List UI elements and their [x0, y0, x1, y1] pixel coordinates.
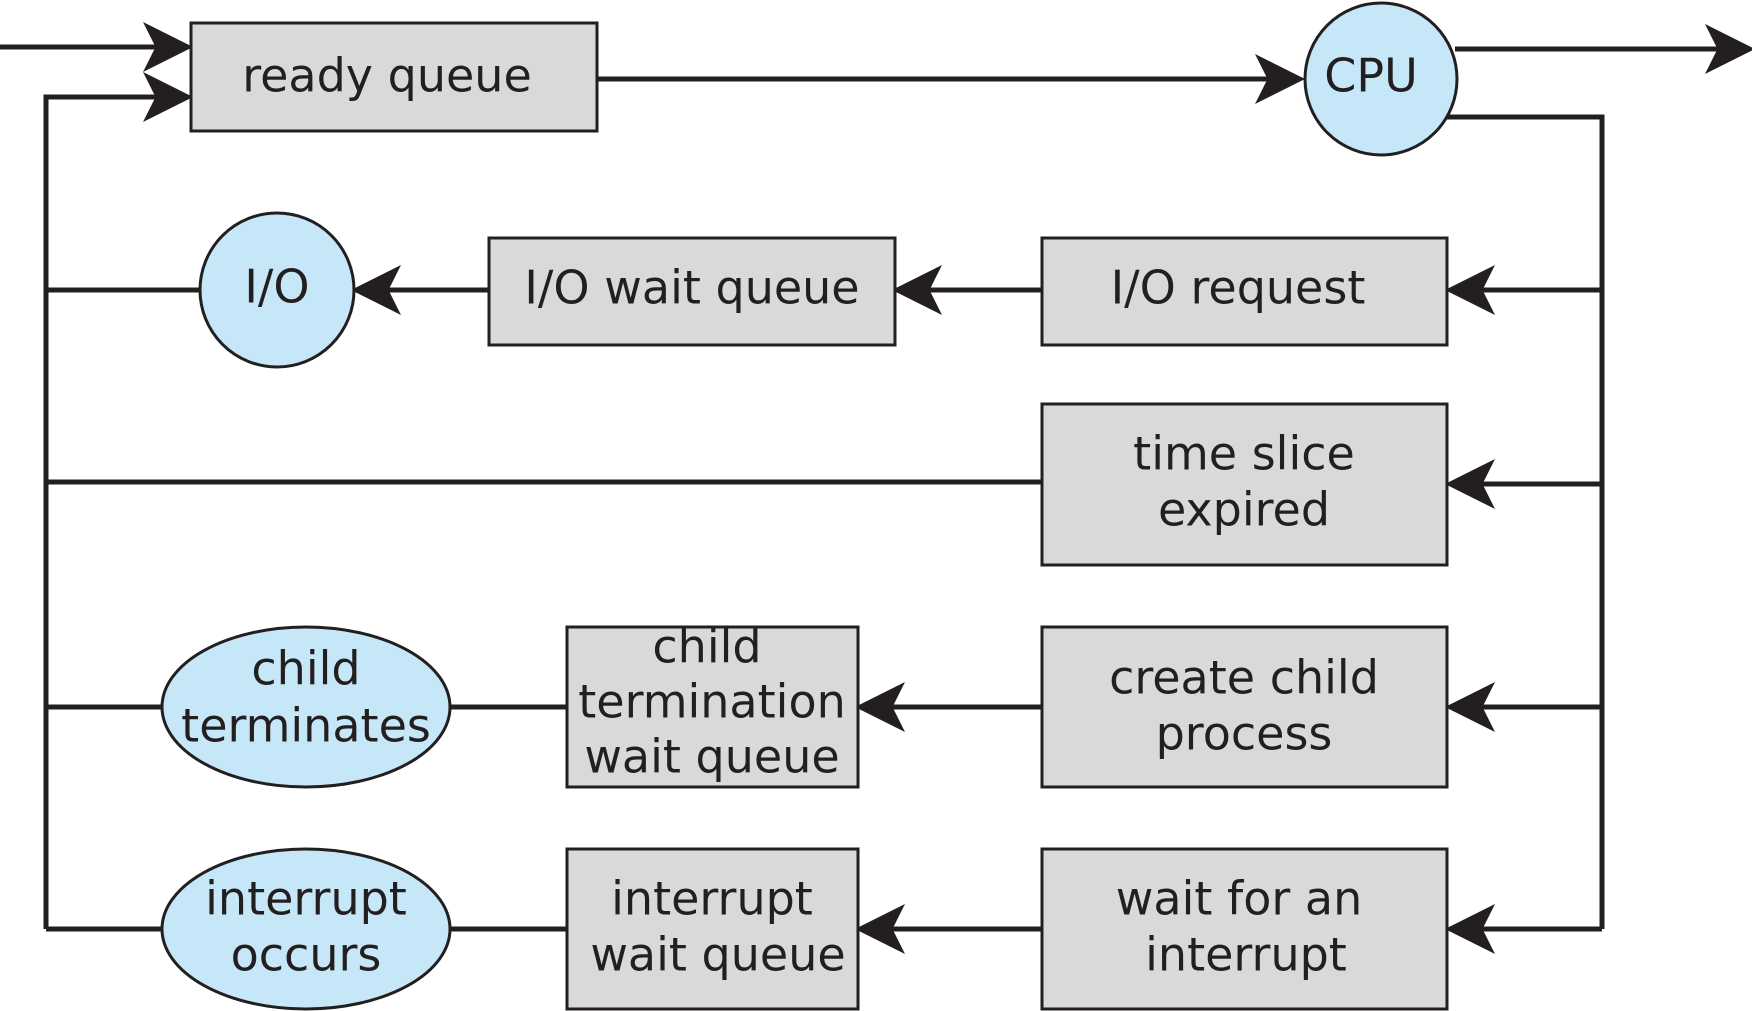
- interrupt-wait-queue-box: interrupt wait queue: [565, 847, 860, 1011]
- io-request-label: I/O request: [1111, 261, 1366, 315]
- child-terminates-node: child terminates: [160, 625, 452, 789]
- cpu-node: CPU: [1303, 1, 1459, 157]
- create-child-label-line1: create child: [1109, 651, 1379, 705]
- cpu-label: CPU: [1324, 49, 1418, 103]
- child-wait-queue-label-line1: child: [652, 620, 761, 674]
- interrupt-wait-queue-label-line2: wait queue: [590, 928, 845, 982]
- return-bus: [43, 72, 193, 929]
- io-label: I/O: [244, 260, 309, 314]
- cpu-dispatch-bus: [1447, 114, 1605, 929]
- wait-for-interrupt-box: wait for an interrupt: [1040, 847, 1449, 1011]
- time-slice-label-line2: expired: [1158, 483, 1330, 537]
- wait-interrupt-label-line2: interrupt: [1145, 928, 1347, 982]
- time-slice-expired-box: time slice expired: [1040, 402, 1449, 567]
- interrupt-occurs-node: interrupt occurs: [160, 847, 452, 1011]
- ready-queue-label: ready queue: [242, 49, 532, 103]
- create-child-label-line2: process: [1156, 707, 1333, 761]
- connectors: [0, 22, 1752, 954]
- io-wait-queue-box: I/O wait queue: [487, 236, 897, 347]
- ready-queue-box: ready queue: [189, 21, 599, 133]
- child-wait-queue-label-line3: wait queue: [584, 730, 839, 784]
- io-node: I/O: [198, 211, 356, 369]
- child-termination-wait-queue-box: child termination wait queue: [565, 620, 860, 789]
- child-terminates-label-line2: terminates: [181, 699, 431, 753]
- wait-interrupt-label-line1: wait for an: [1116, 872, 1362, 926]
- interrupt-wait-queue-label-line1: interrupt: [611, 872, 813, 926]
- child-wait-queue-label-line2: termination: [578, 675, 846, 729]
- child-terminates-label-line1: child: [251, 642, 360, 696]
- create-child-process-box: create child process: [1040, 625, 1449, 789]
- time-slice-label-line1: time slice: [1133, 427, 1355, 481]
- interrupt-occurs-label-line1: interrupt: [205, 872, 407, 926]
- io-wait-queue-label: I/O wait queue: [524, 261, 859, 315]
- interrupt-occurs-label-line2: occurs: [231, 928, 382, 982]
- io-request-box: I/O request: [1040, 236, 1449, 347]
